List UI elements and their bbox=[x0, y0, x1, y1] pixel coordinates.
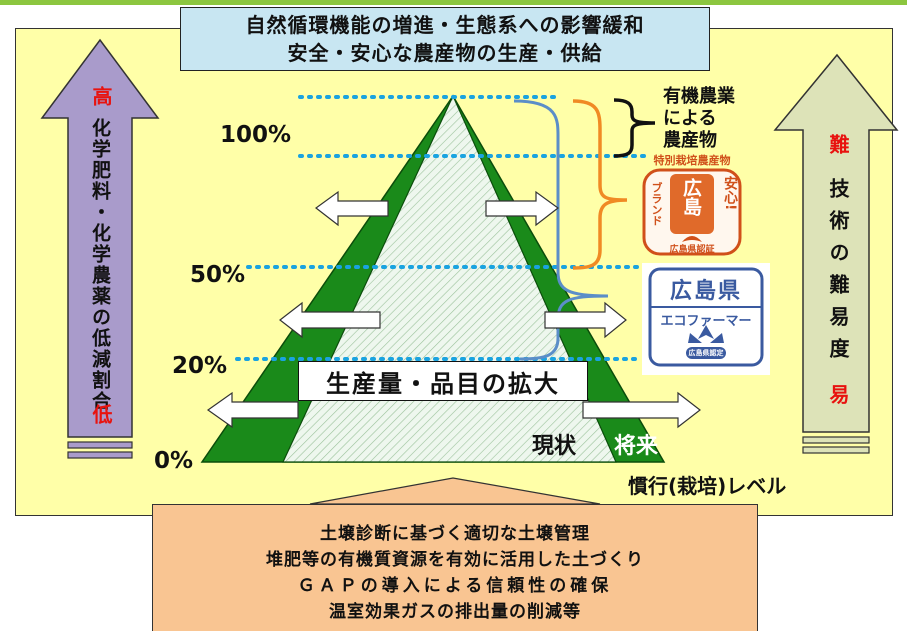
left-arrow-low-label: 低 bbox=[89, 404, 113, 426]
level-lines bbox=[235, 95, 682, 361]
organic-line-1: 有機農業 bbox=[663, 86, 735, 107]
level-20-label: 20% bbox=[172, 353, 228, 379]
special-bracket bbox=[572, 99, 628, 270]
level-0-label: 0% bbox=[154, 448, 194, 474]
badge-eco-footer: 広島県認定 bbox=[688, 349, 724, 357]
right-arrow-shape bbox=[773, 53, 899, 433]
action-item: 堆肥等の有機質資源を有効に活用した土づくり bbox=[266, 550, 644, 570]
left-arrow-high-label: 高 bbox=[89, 86, 113, 108]
badge-eco-line2: エコファーマー bbox=[660, 314, 752, 329]
organic-label: 有機農業 による 農産物 bbox=[663, 86, 735, 152]
eco-bracket bbox=[513, 99, 609, 361]
right-arrow-hard-label: 難 bbox=[826, 134, 850, 156]
right-arrow-text: 技術の難易度 bbox=[826, 178, 850, 370]
goal-box: 自然循環機能の増進・生態系への影響緩和 安全・安心な農産物の生産・供給 bbox=[180, 7, 710, 71]
badge-safe-footer: 広島県認証 bbox=[669, 245, 715, 255]
badge-eco-line1: 広島県 bbox=[669, 279, 742, 304]
badge-safe-center: 広島 bbox=[680, 178, 702, 216]
action-item: 土壌診断に基づく適切な土壌管理 bbox=[320, 524, 590, 544]
actions-box: 土壌診断に基づく適切な土壌管理 堆肥等の有機質資源を有効に活用した土づくり ＧＡ… bbox=[152, 504, 758, 631]
eco-farmer-badge: 広島県 エコファーマー 広島県認定 bbox=[642, 263, 770, 375]
action-item: ＧＡＰの導入による信頼性の確保 bbox=[297, 576, 613, 596]
special-cultivation-badge: 特別栽培農産物 ブランド 広島 安心! 広島県認証 bbox=[640, 152, 744, 258]
goal-line-1: 自然循環機能の増進・生態系への影響緩和 bbox=[245, 13, 645, 37]
left-arrow-shape bbox=[40, 38, 160, 438]
goal-line-2: 安全・安心な農産物の生産・供給 bbox=[287, 41, 603, 65]
badge-eco-frame bbox=[648, 267, 764, 367]
actions-wedge bbox=[309, 477, 601, 505]
organic-bracket bbox=[613, 98, 656, 158]
right-arrow-easy-label: 易 bbox=[826, 384, 850, 406]
organic-line-2: による bbox=[663, 108, 717, 129]
badge-safe-left: ブランド bbox=[650, 182, 663, 226]
expansion-arrows bbox=[206, 190, 701, 429]
action-item: 温室効果ガスの排出量の削減等 bbox=[329, 602, 581, 622]
level-100-label: 100% bbox=[220, 122, 292, 148]
left-arrow-text: 化学肥料・化学農薬の低減割合 bbox=[89, 118, 111, 412]
expansion-banner: 生産量・品目の拡大 bbox=[298, 361, 588, 401]
badge-safe-header: 特別栽培農産物 bbox=[653, 154, 731, 167]
level-50-label: 50% bbox=[190, 262, 246, 288]
badge-safe-frame bbox=[642, 168, 742, 256]
conventional-level-label: 慣行(栽培)レベル bbox=[628, 474, 787, 498]
badge-safe-right: 安心! bbox=[722, 176, 738, 211]
current-label: 現状 bbox=[532, 434, 577, 459]
future-label: 将来 bbox=[614, 434, 659, 459]
top-accent-bar bbox=[0, 0, 907, 5]
organic-line-3: 農産物 bbox=[663, 130, 717, 151]
